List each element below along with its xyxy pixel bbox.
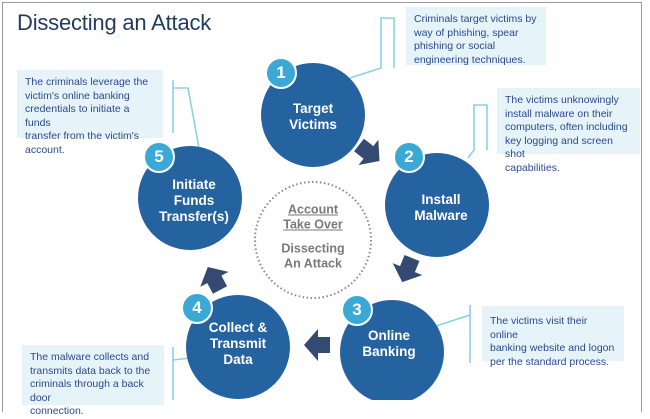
step-label-line: Transfer(s) [159,209,229,224]
center-heading-line-2: Take Over [283,217,343,232]
step-circle-4 [186,295,290,399]
callout-text-line: credentials to initiate a funds [25,103,130,129]
callout-text-line: victim's online banking [25,89,130,102]
arrow-2-to-3-icon [392,255,423,283]
callout-text-line: account. [25,143,65,156]
connector-step-2 [467,104,488,159]
callout-text-line: capabilities. [505,161,560,174]
arrow-1-to-2-icon [354,138,380,165]
cycle-diagram [138,17,489,400]
arrow-3-to-4-icon [304,329,330,361]
center-label: Account Take Over Dissecting An Attack [281,203,344,272]
callout-text-line: way of phishing, spear [414,26,519,39]
callout-text-line: The criminals leverage the [25,76,149,88]
callout-text-line: per the standard process. [490,355,610,368]
step-label-line: Collect & [208,320,268,335]
callout-text-line: key logging and screen shot [505,134,613,161]
center-spacer [281,233,344,242]
step-label-line: Data [223,352,253,367]
step-label-line: Target [292,101,334,116]
callout-step-4: The malware collects and transmits data … [22,345,164,417]
callout-text-line: connection. [30,405,84,417]
callout-text-line: transfer from the victim's [25,130,140,142]
step-label-line: Initiate [172,177,216,192]
step-circle-1 [261,63,365,167]
step-label-5: Initiate Funds Transfer(s) [159,177,229,225]
step-badge-4: 4 [181,292,213,324]
arrow-4-to-5-icon [200,267,229,294]
callout-text-line: The malware collects and [30,351,150,363]
callout-step-5: The criminals leverage the victim's onli… [17,70,163,156]
callout-text-line: Criminals target victims by [414,13,537,25]
page-title: Dissecting an Attack [17,10,212,35]
step-circle-2 [385,153,489,257]
callout-text-line: engineering techniques. [414,53,526,66]
callout-step-2: The victims unknowingly install malware … [497,88,640,174]
step-label-line: Victims [289,117,337,132]
step-label-line: Funds [173,193,215,208]
callout-text-line: criminals through a back door [30,378,144,404]
callout-text-line: banking website and logon [490,342,615,354]
callout-text-line: transmits data back to the [30,364,151,377]
step-badge-5: 5 [143,141,175,173]
center-sub-line-2: An Attack [284,256,342,271]
connector-step-3 [435,305,471,363]
callout-text-line: install malware on their [505,107,613,120]
step-label-2: Install Malware [414,192,467,224]
center-heading-line-1: Account [288,202,338,217]
step-badge-3: 3 [341,294,373,326]
callout-step-3: The victims visit their online banking w… [482,306,624,368]
callout-text-line: The victims visit their online [490,315,588,341]
step-label-line: Online [367,328,411,343]
connector-step-5 [172,80,200,149]
center-sub-line-1: Dissecting [281,241,345,256]
connector-step-4 [172,347,191,400]
callout-text-line: computers, often including [505,121,628,133]
flow-arrows [200,138,423,361]
callout-text-line: The victims unknowingly [505,94,619,106]
step-label-line: Banking [362,344,416,359]
step-label-3: Online Banking [362,328,415,360]
callout-text-line: phishing or social [414,40,496,52]
connector-lines [172,17,488,400]
step-circle-3 [340,300,444,400]
step-badge-1: 1 [265,57,297,89]
step-label-line: Malware [414,208,468,223]
step-label-4: Collect & Transmit Data [209,320,268,368]
step-badge-2: 2 [393,141,425,173]
connector-step-1 [349,17,395,79]
callout-step-1: Criminals target victims by way of phish… [406,7,546,66]
center-dotted-circle [254,181,372,299]
step-label-line: Install [421,192,461,207]
step-label-line: Transmit [209,336,267,351]
step-label-1: Target Victims [289,101,337,133]
